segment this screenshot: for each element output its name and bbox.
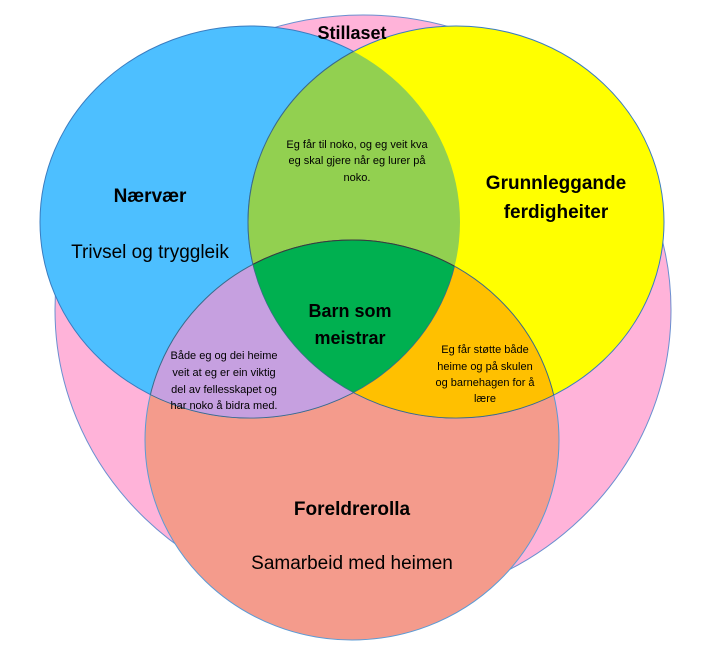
ferdigheiter-title-line1: Grunnleggande xyxy=(486,173,626,194)
center-label-line2: meistrar xyxy=(314,328,385,348)
blue-red-line: del av fellesskapet og xyxy=(171,384,277,396)
yellow-red-text: Eg får støtte både heime og på skulen og… xyxy=(435,344,535,405)
foreldrerolla-subtitle: Samarbeid med heimen xyxy=(251,553,453,574)
blue-yellow-line: noko. xyxy=(344,172,371,184)
blue-yellow-text: Eg får til noko, og eg veit kva eg skal … xyxy=(286,139,428,184)
blue-red-line: veit at eg er ein viktig xyxy=(172,367,275,379)
stillaset-label: Stillaset xyxy=(317,23,386,43)
yellow-red-line: lære xyxy=(474,393,496,405)
ferdigheiter-title-line2: ferdigheiter xyxy=(504,202,609,223)
blue-red-line: Både eg og dei heime xyxy=(170,350,277,362)
yellow-red-line: og barnehagen for å xyxy=(435,377,535,389)
blue-yellow-line: eg skal gjere når eg lurer på xyxy=(289,155,427,167)
naervaer-title: Nærvær xyxy=(114,186,187,207)
blue-red-line: har noko å bidra med. xyxy=(170,400,277,412)
blue-yellow-line: Eg får til noko, og eg veit kva xyxy=(286,139,428,151)
foreldrerolla-title: Foreldrerolla xyxy=(294,499,411,520)
center-label-line1: Barn som xyxy=(308,301,391,321)
yellow-red-line: Eg får støtte både xyxy=(441,344,528,356)
yellow-red-line: heime og på skulen xyxy=(437,361,532,373)
naervaer-subtitle: Trivsel og tryggleik xyxy=(71,242,229,263)
blue-red-text: Både eg og dei heime veit at eg er ein v… xyxy=(170,350,277,412)
